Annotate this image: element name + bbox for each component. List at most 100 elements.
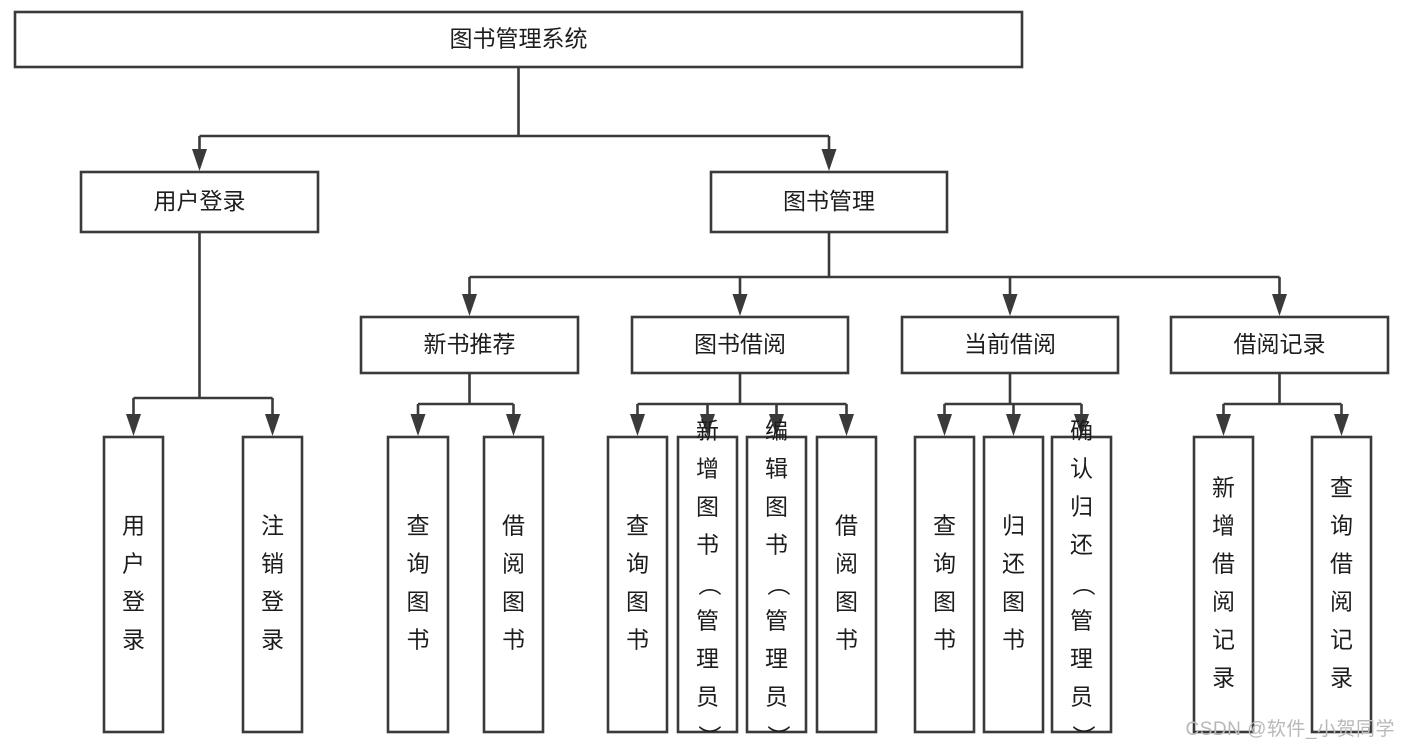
node-box[interactable] — [900, 315, 1120, 375]
node-box[interactable] — [1050, 435, 1113, 734]
arrow-head-icon — [937, 414, 952, 436]
node-label-char: 员 — [1070, 684, 1093, 710]
arrow-head-icon — [1074, 414, 1089, 436]
node-label-char: 辑 — [765, 456, 788, 482]
node-box[interactable] — [709, 170, 949, 234]
arrow-head-icon — [126, 414, 141, 436]
node-label-char: 借 — [1212, 551, 1235, 577]
node-box[interactable] — [79, 170, 320, 234]
node-label-char: 员 — [765, 684, 788, 710]
node-label-char: 图 — [626, 589, 649, 615]
node-label-char: 询 — [626, 551, 649, 577]
node-label-vertical: 用户登录 — [122, 513, 145, 653]
node-box[interactable] — [606, 435, 669, 734]
node-label-char: 书 — [626, 627, 649, 653]
arrow-head-icon — [769, 414, 784, 436]
node-label-char: 阅 — [835, 551, 858, 577]
node-label-char: 注 — [261, 513, 284, 539]
node-label-char: 管 — [696, 608, 719, 634]
node-label-char: （ — [765, 573, 791, 596]
node-box[interactable] — [630, 315, 850, 375]
node-box[interactable] — [1169, 315, 1390, 375]
node-root[interactable]: 图书管理系统 — [13, 10, 1024, 69]
arrow-head-icon — [821, 149, 837, 171]
node-box[interactable] — [102, 435, 165, 734]
arrow-head-icon — [630, 414, 645, 436]
node-label-char: 编 — [765, 418, 788, 444]
node-box[interactable] — [482, 435, 545, 734]
node-label-char: 书 — [407, 627, 430, 653]
node-label-char: 图 — [835, 589, 858, 615]
node-label-char: 借 — [502, 513, 525, 539]
node-label-char: 书 — [933, 627, 956, 653]
arrow-head-icon — [1272, 294, 1287, 316]
node-label: 新书推荐 — [424, 331, 516, 357]
node-login[interactable]: 用户登录 — [79, 170, 320, 234]
connector-group — [1216, 373, 1349, 436]
node-records[interactable]: 借阅记录 — [1169, 315, 1390, 375]
node-box[interactable] — [1310, 435, 1373, 734]
node-label-char: （ — [696, 573, 722, 596]
node-bookmgmt[interactable]: 图书管理 — [709, 170, 949, 234]
node-box[interactable] — [982, 435, 1045, 734]
node-box[interactable] — [359, 315, 580, 375]
node-label-char: 增 — [1212, 513, 1235, 539]
node-label-char: 书 — [765, 532, 788, 558]
node-label-char: 还 — [1002, 551, 1025, 577]
node-box[interactable] — [745, 435, 808, 734]
node-box[interactable] — [386, 435, 450, 734]
node-label-char: 阅 — [1330, 589, 1353, 615]
node-label-char: 录 — [261, 627, 284, 653]
arrow-head-icon — [506, 414, 521, 436]
node-box[interactable] — [241, 435, 304, 734]
node-label-char: 图 — [407, 589, 430, 615]
node-label-char: 登 — [261, 589, 284, 615]
node-box[interactable] — [815, 435, 878, 734]
node-label-char: 户 — [122, 551, 145, 577]
node-label-char: 录 — [122, 627, 145, 653]
connector-group — [192, 67, 837, 171]
node-label-char: 查 — [626, 513, 649, 539]
node-box[interactable] — [1192, 435, 1255, 734]
node-label-char: 理 — [765, 646, 788, 672]
node-label: 当前借阅 — [964, 331, 1056, 357]
node-borrow[interactable]: 图书借阅 — [630, 315, 850, 375]
node-current[interactable]: 当前借阅 — [900, 315, 1120, 375]
node-label-char: 还 — [1070, 532, 1093, 558]
node-newbook[interactable]: 新书推荐 — [359, 315, 580, 375]
node-label-char: 图 — [765, 494, 788, 520]
arrow-head-icon — [1006, 414, 1021, 436]
node-label-char: 理 — [1070, 646, 1093, 672]
node-label-char: ） — [696, 725, 722, 747]
node-box[interactable] — [913, 435, 976, 734]
node-box[interactable] — [676, 435, 739, 734]
node-label-char: 增 — [696, 456, 719, 482]
arrow-head-icon — [462, 294, 477, 316]
node-box[interactable] — [13, 10, 1024, 69]
node-leaf-user-login[interactable]: 用户登录 — [102, 435, 165, 734]
node-label-char: 书 — [835, 627, 858, 653]
node-label-char: 书 — [1002, 627, 1025, 653]
